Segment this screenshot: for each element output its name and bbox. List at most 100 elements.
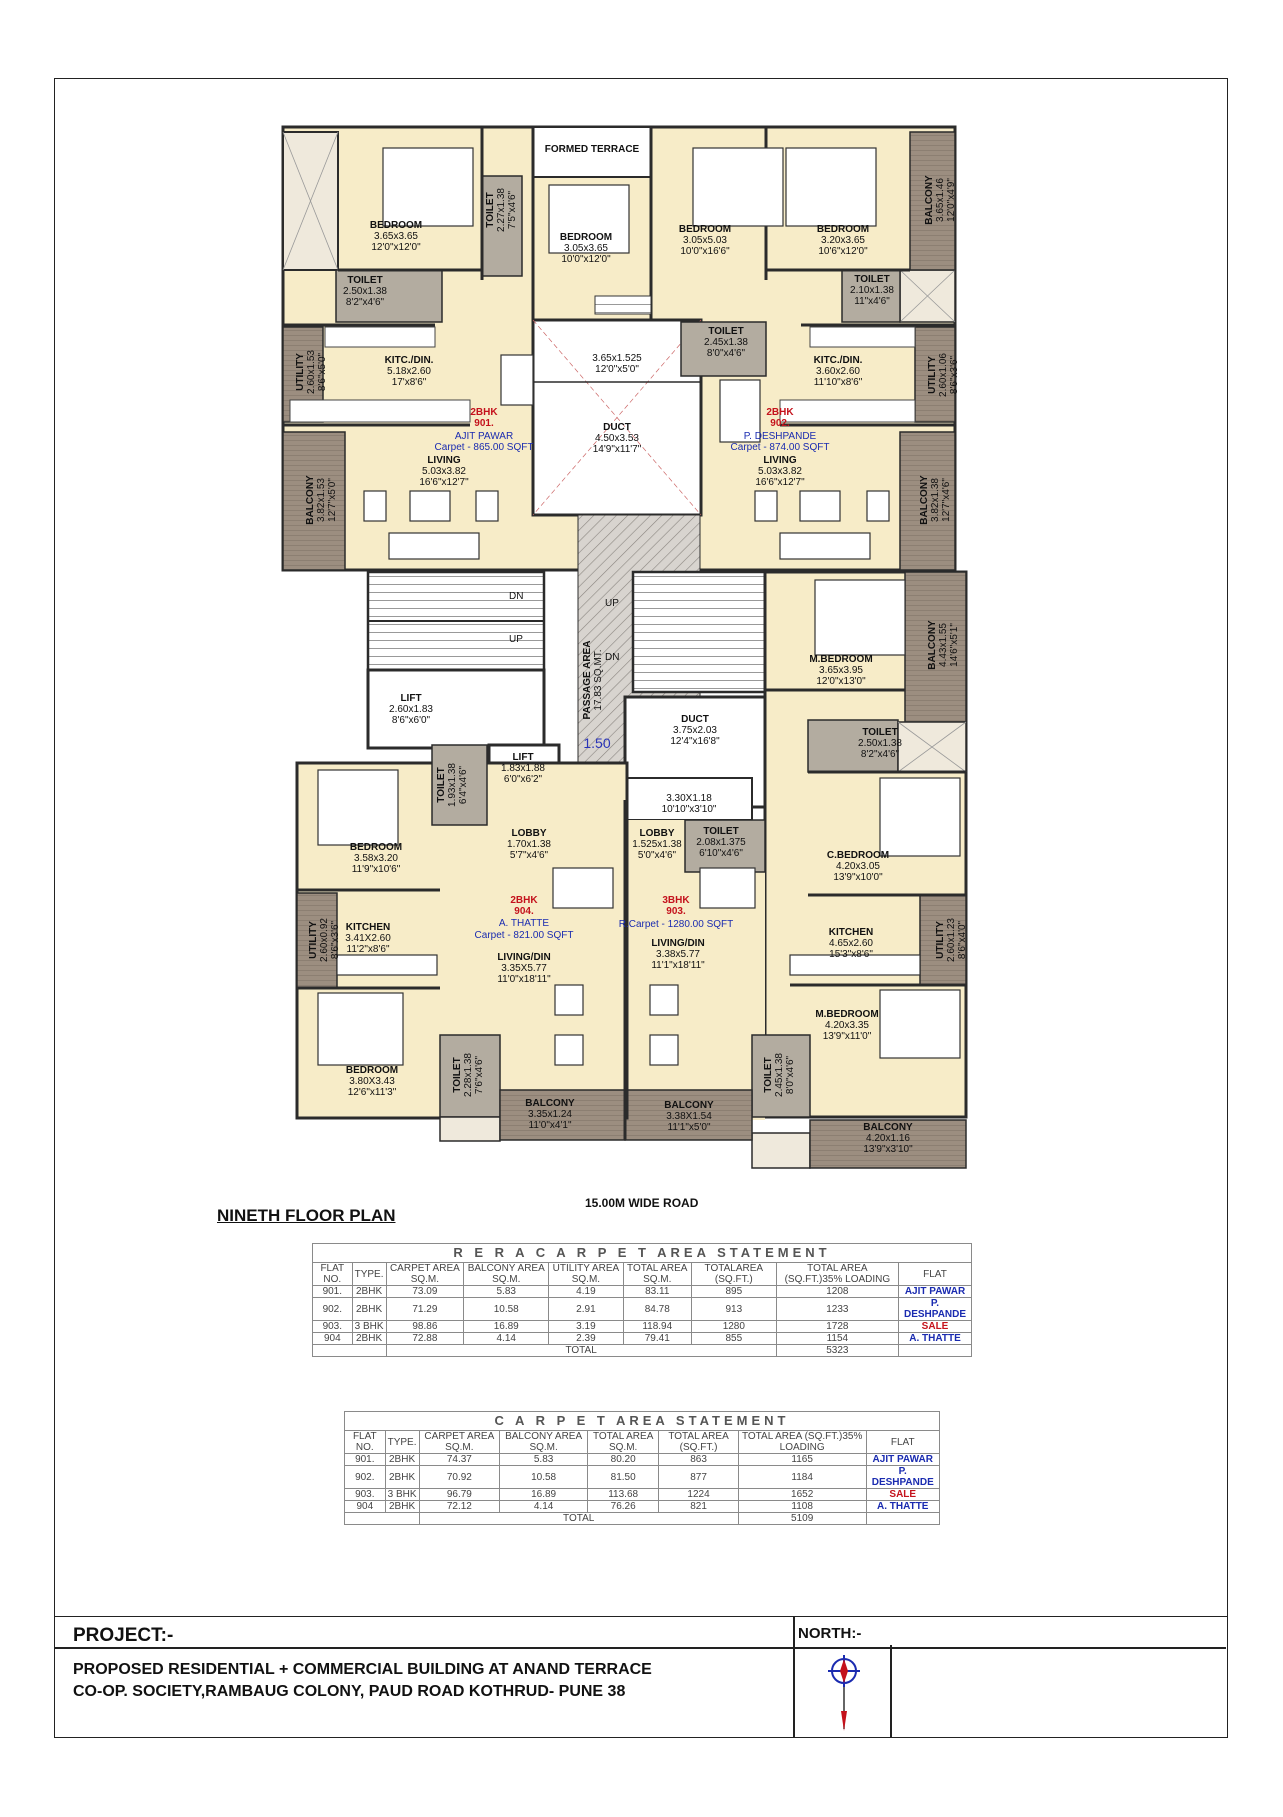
- svg-text:2BHK: 2BHK: [510, 895, 538, 906]
- header-cell: FLAT NO.: [344, 1430, 386, 1454]
- svg-text:2BHK: 2BHK: [470, 407, 498, 418]
- header-cell: FLAT NO.: [312, 1262, 353, 1286]
- room-label-passage: PASSAGE AREA17.83 SQ.MT.: [582, 641, 604, 720]
- svg-text:3BHK: 3BHK: [662, 895, 690, 906]
- project-label: PROJECT:-: [73, 1625, 174, 1646]
- flat-904-owner: A. THATTE: [499, 918, 550, 929]
- header-cell: FLAT: [865, 1430, 940, 1454]
- room-label-r901-utility: UTILITY2.60x1.538'6"x5'0": [295, 350, 328, 394]
- header-cell: BALCONY AREA SQ.M.: [463, 1262, 550, 1286]
- formed-terrace-label: FORMED TERRACE: [545, 144, 640, 155]
- room-label-r901-balcony: BALCONY3.82x1.5312'7"x5'0": [305, 475, 338, 525]
- header-cell: TOTAL AREA SQ.M.: [587, 1430, 660, 1454]
- svg-text:Carpet - 874.00 SQFT: Carpet - 874.00 SQFT: [731, 442, 830, 453]
- svg-text:902.: 902.: [770, 418, 790, 429]
- lift-1: [366, 668, 546, 750]
- room-label-r903-utility: UTILITY2.60x1.238'6"x4'0": [935, 918, 968, 962]
- header-cell: TOTAL AREA (SQ.FT.)35% LOADING: [737, 1430, 867, 1454]
- room-label-r903-toilet3: TOILET2.45x1.388'0"x4'6": [763, 1053, 796, 1097]
- svg-text:UP: UP: [509, 634, 523, 645]
- staircase-right: [631, 570, 769, 694]
- header-cell: TYPE.: [384, 1430, 420, 1454]
- svg-text:UP: UP: [605, 598, 619, 609]
- svg-text:DN: DN: [605, 652, 619, 663]
- svg-text:903.: 903.: [666, 906, 686, 917]
- drawing-sheet-border: [54, 78, 1228, 1738]
- header-cell: FLAT: [898, 1262, 972, 1286]
- carpet-area-table: C A R P E T AREA STATEMENT FLAT NO.TYPE.…: [344, 1411, 940, 1525]
- north-label: NORTH:-: [798, 1625, 862, 1642]
- header-cell: UTILITY AREA SQ.M.: [548, 1262, 624, 1286]
- flat-902-owner: P. DESHPANDE: [744, 431, 817, 442]
- room-label-r903-balc-r: BALCONY4.43x1.5514'6"x5'1": [927, 620, 960, 670]
- svg-text:901.: 901.: [474, 418, 494, 429]
- room-label-r902-balcony-top: BALCONY3.65x1.4612'0"x4'9": [924, 175, 957, 225]
- room-label-r904-toilet2: TOILET2.28x1.387'6"x4'6": [452, 1053, 485, 1097]
- project-description: PROPOSED RESIDENTIAL + COMMERCIAL BUILDI…: [73, 1661, 652, 1700]
- header-cell: TOTAL AREA (SQ.FT.)35% LOADING: [775, 1262, 900, 1286]
- header-cell: TOTAL AREA (SQ.FT.): [658, 1430, 739, 1454]
- header-cell: TOTALAREA (SQ.FT.): [690, 1262, 777, 1286]
- header-cell: CARPET AREA SQ.M.: [418, 1430, 501, 1454]
- room-label-r902-utility: UTILITY2.60x1.068'6"x3'6": [927, 353, 960, 397]
- header-cell: CARPET AREA SQ.M.: [385, 1262, 465, 1286]
- svg-text:904.: 904.: [514, 906, 534, 917]
- header-cell: TYPE.: [351, 1262, 387, 1286]
- room-label-r904-utility: UTILITY2.60x0.928'6"x3'6": [308, 918, 341, 962]
- header-cell: TOTAL AREA SQ.M.: [622, 1262, 692, 1286]
- title-block: PROJECT:- NORTH:- PROPOSED RESIDENTIAL +…: [54, 1616, 1228, 1738]
- room-label-r901-toilet-a: TOILET2.27x1.387'5"x4'6": [485, 188, 518, 232]
- svg-text:R.Carpet - 1280.00 SQFT: R.Carpet - 1280.00 SQFT: [619, 919, 734, 930]
- flat-901-owner: AJIT PAWAR: [455, 431, 513, 442]
- svg-text:DN: DN: [509, 591, 523, 602]
- floor-plan: FORMED TERRACE: [281, 125, 968, 1169]
- room-label-r904-toilet: TOILET1.93x1.386'4"x4'6": [436, 763, 469, 807]
- header-cell: BALCONY AREA SQ.M.: [499, 1430, 589, 1454]
- dimension-marker: 1.50: [583, 735, 610, 751]
- svg-text:2BHK: 2BHK: [766, 407, 794, 418]
- rera-area-table: R E R A C A R P E T AREA STATEMENT FLAT …: [312, 1243, 972, 1357]
